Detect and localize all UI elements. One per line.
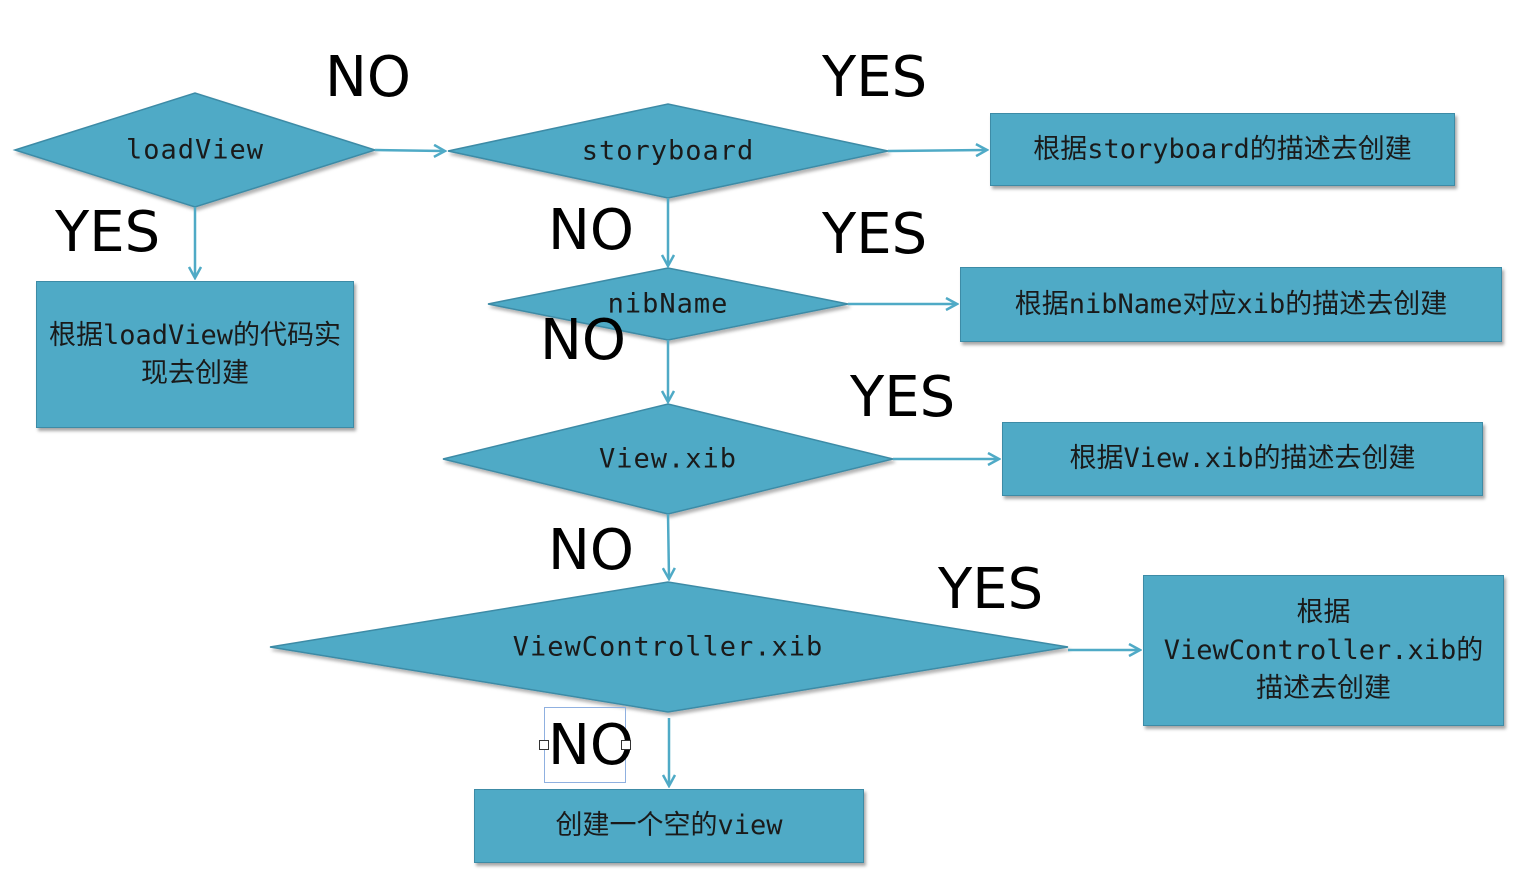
- arrow-loadview-no: [374, 150, 444, 151]
- branch-storyboard-no: NO: [548, 198, 634, 263]
- resize-handle-right[interactable]: [621, 740, 631, 750]
- branch-loadview-yes: YES: [55, 200, 161, 265]
- action-vc-xib-create[interactable]: 根据ViewController.xib的描述去创建: [1143, 575, 1504, 726]
- decision-vc-xib-label: ViewController.xib: [512, 631, 824, 663]
- branch-vc-xib-no[interactable]: NO: [548, 713, 634, 778]
- action-loadview-create-label: 根据loadView的代码实现去创建: [48, 319, 342, 389]
- branch-storyboard-yes: YES: [822, 45, 928, 110]
- action-storyboard-create[interactable]: 根据storyboard的描述去创建: [990, 113, 1455, 186]
- decision-view-xib-label: View.xib: [598, 443, 738, 475]
- action-loadview-create[interactable]: 根据loadView的代码实现去创建: [36, 281, 354, 428]
- branch-view-xib-no: NO: [548, 518, 634, 583]
- branch-vc-xib-yes: YES: [938, 557, 1044, 622]
- branch-loadview-no: NO: [325, 45, 411, 110]
- branch-view-xib-yes: YES: [850, 365, 956, 430]
- arrow-storyboard-yes: [887, 150, 986, 151]
- action-nibname-create-label: 根据nibName对应xib的描述去创建: [1014, 288, 1448, 320]
- action-vc-xib-create-label: 根据ViewController.xib的描述去创建: [1163, 596, 1484, 704]
- action-nibname-create[interactable]: 根据nibName对应xib的描述去创建: [960, 267, 1502, 342]
- action-empty-view[interactable]: 创建一个空的view: [474, 789, 864, 863]
- decision-vc-xib-shape[interactable]: [269, 581, 1069, 713]
- action-storyboard-create-label: 根据storyboard的描述去创建: [1033, 133, 1412, 165]
- decision-loadview-label: loadView: [125, 134, 265, 166]
- decision-nibname-label: nibName: [607, 288, 729, 320]
- arrow-view-xib-no: [668, 513, 669, 578]
- resize-handle-left[interactable]: [539, 740, 549, 750]
- action-view-xib-create[interactable]: 根据View.xib的描述去创建: [1002, 422, 1483, 496]
- action-empty-view-label: 创建一个空的view: [555, 810, 783, 841]
- branch-nibname-no: NO: [540, 308, 626, 373]
- branch-nibname-yes: YES: [822, 202, 928, 267]
- action-view-xib-create-label: 根据View.xib的描述去创建: [1069, 443, 1416, 474]
- decision-storyboard-label: storyboard: [581, 135, 755, 167]
